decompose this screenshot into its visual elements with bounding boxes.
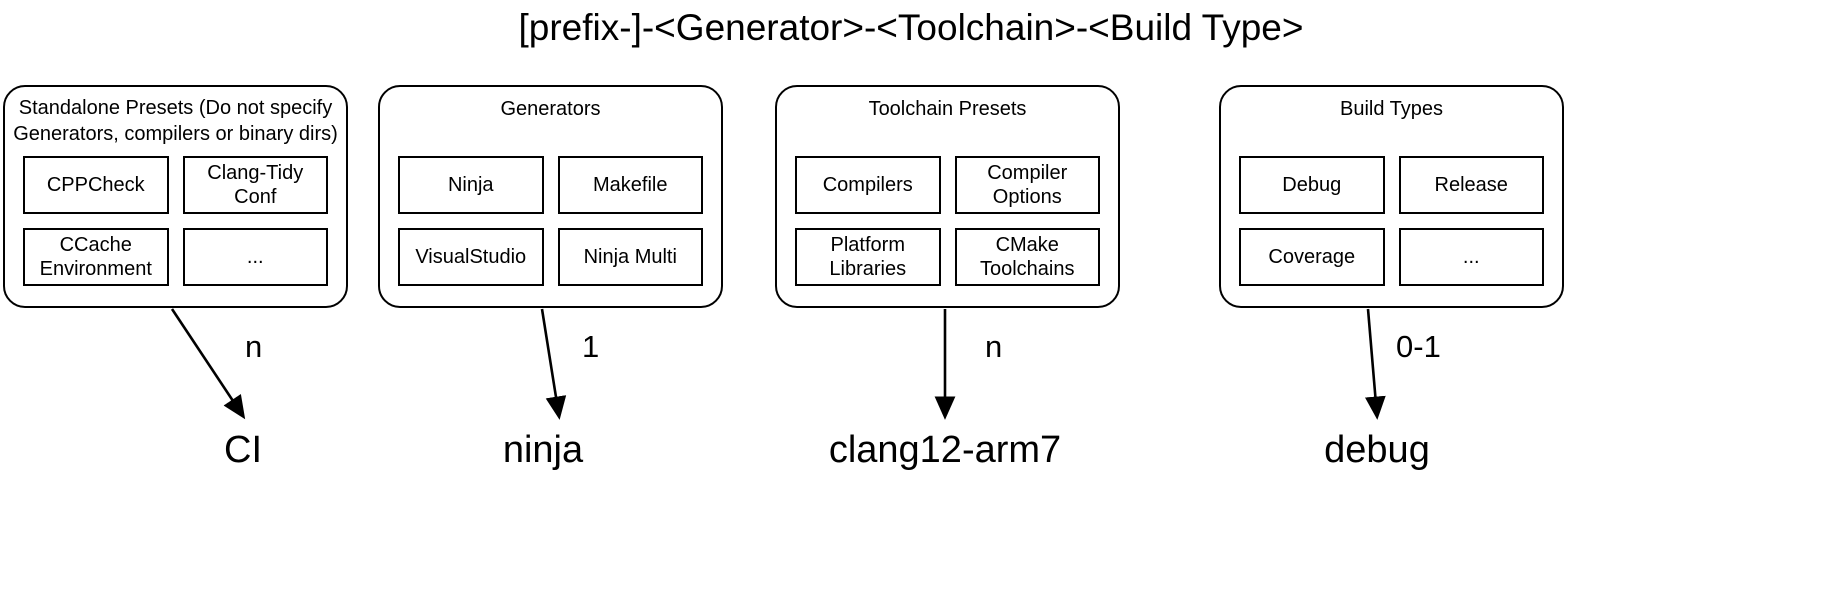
result-generators: ninja (502, 429, 584, 471)
cell-visualstudio[interactable]: VisualStudio (398, 228, 544, 286)
cell-coverage[interactable]: Coverage (1239, 228, 1385, 286)
cell-debug[interactable]: Debug (1239, 156, 1385, 214)
multiplicity-build-types: 0-1 (1396, 329, 1441, 364)
result-standalone-presets: CI (224, 429, 262, 471)
page-title: [prefix-]-<Generator>-<Toolchain>-<Build… (518, 7, 1304, 48)
arrow-buildtypes-to-debug (1365, 308, 1386, 420)
group-toolchain-presets[interactable]: Toolchain Presets Compilers Compiler Opt… (775, 85, 1120, 308)
cell-ninja-multi[interactable]: Ninja Multi (557, 228, 703, 286)
group-cells-generators: Ninja Makefile VisualStudio Ninja Multi (380, 156, 721, 286)
cell-cppcheck[interactable]: CPPCheck (23, 156, 169, 214)
arrow-generators-to-ninja (540, 308, 567, 420)
cell-clang-tidy-conf[interactable]: Clang-Tidy Conf (182, 156, 328, 214)
cell-standalone-more[interactable]: ... (182, 228, 328, 286)
result-toolchain-presets: clang12-arm7 (828, 429, 1062, 471)
cell-ccache-environment[interactable]: CCache Environment (23, 228, 169, 286)
group-cells-standalone-presets: CPPCheck Clang-Tidy Conf CCache Environm… (5, 156, 346, 286)
cell-release[interactable]: Release (1398, 156, 1544, 214)
result-build-types: debug (1324, 429, 1430, 471)
multiplicity-standalone-presets: n (245, 329, 263, 364)
cell-makefile[interactable]: Makefile (557, 156, 703, 214)
group-title-build-types: Build Types (1339, 98, 1444, 120)
multiplicity-generators: 1 (582, 329, 600, 364)
group-cells-build-types: Debug Release Coverage ... (1221, 156, 1562, 286)
group-build-types[interactable]: Build Types Debug Release Coverage ... (1219, 85, 1564, 308)
group-standalone-presets[interactable]: Standalone Presets (Do not specify Gener… (3, 85, 348, 308)
arrow-standalone-to-ci (170, 308, 246, 420)
group-title-toolchain-presets: Toolchain Presets (868, 98, 1027, 120)
group-title-generators: Generators (500, 98, 601, 120)
cell-cmake-toolchains[interactable]: CMake Toolchains (954, 228, 1100, 286)
group-title-standalone-presets: Standalone Presets (Do not specify Gener… (13, 97, 338, 145)
group-cells-toolchain-presets: Compilers Compiler Options Platform Libr… (777, 156, 1118, 286)
cell-build-types-more[interactable]: ... (1398, 228, 1544, 286)
cell-platform-libraries[interactable]: Platform Libraries (795, 228, 941, 286)
cell-compilers[interactable]: Compilers (795, 156, 941, 214)
group-generators[interactable]: Generators Ninja Makefile VisualStudio N… (378, 85, 723, 308)
cell-ninja[interactable]: Ninja (398, 156, 544, 214)
multiplicity-toolchain-presets: n (985, 329, 1003, 364)
cell-compiler-options[interactable]: Compiler Options (954, 156, 1100, 214)
